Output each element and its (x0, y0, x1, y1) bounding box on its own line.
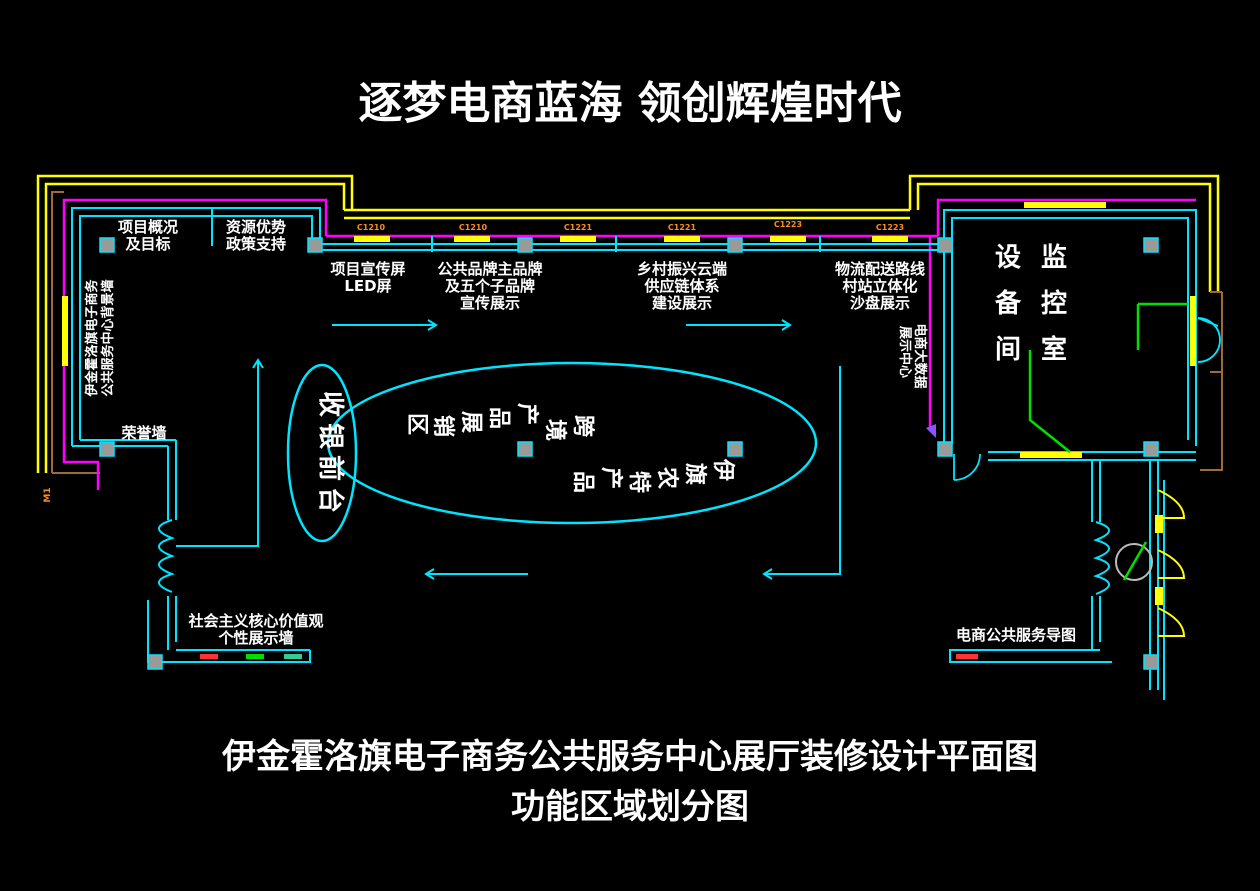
outer-walls (36, 174, 1220, 473)
zone-label-char: 旗 (682, 463, 708, 485)
zone-service-guide: 电商公共服务导图 (956, 626, 1076, 644)
flow-arrows (176, 319, 841, 580)
zone-label-char: 监 (1041, 243, 1067, 273)
top-title: 逐梦电商蓝海 领创辉煌时代 (358, 78, 901, 129)
window-tag: C1210 (459, 223, 488, 232)
zone-cashier: 收 银 前 台 (315, 391, 346, 513)
zone-big-data: 电商大数据 展示中心 (897, 323, 928, 388)
bottom-markers (200, 424, 978, 659)
zone-promo-led: 项目宣传屏 LED屏 (330, 260, 405, 295)
brown-shell (51, 191, 1223, 474)
zone-label-char: 备 (994, 289, 1022, 319)
zone-label-char: 品 (486, 407, 511, 429)
zone-label-char: 区 (404, 413, 429, 435)
cyan-walls (71, 207, 1197, 700)
zone-label-char: 产 (514, 403, 539, 425)
zone-label-char: 银 (315, 423, 345, 450)
window-tag: C1210 (357, 223, 386, 232)
zone-cross-border: 跨 境 产 品 展 销 区 (404, 403, 595, 441)
zone-label-char: 室 (1041, 334, 1067, 365)
window-tag-group: C1210 C1210 C1221 C1221 C1223 C1223 M1 (43, 220, 904, 503)
zone-rural-revival: 乡村振兴云端 供应链体系 建设展示 (637, 260, 727, 312)
window-tag: C1223 (774, 220, 802, 229)
zone-label-char: 控 (1041, 289, 1067, 319)
zone-public-brand: 公共品牌主品牌 及五个子品牌 宣传展示 (437, 260, 542, 312)
window-strips (62, 202, 1196, 458)
zone-label-line: 项目宣传屏 (330, 260, 405, 278)
window-tag: C1221 (564, 223, 593, 232)
zone-label-char: 收 (315, 391, 345, 417)
zone-label-line: 电商大数据 (912, 323, 928, 388)
bottom-title-line1: 伊金霍洛旗电子商务公共服务中心展厅装修设计平面图 (221, 737, 1038, 777)
window-tag: C1221 (668, 223, 697, 232)
zone-label-line: 公共服务中心背景墙 (100, 279, 116, 396)
zone-label-line: LED屏 (344, 277, 391, 295)
zone-label-line: 及目标 (125, 235, 170, 253)
zone-label-char: 台 (315, 487, 346, 513)
zone-label-line: 沙盘展示 (850, 294, 910, 312)
zone-label-line: 社会主义核心价值观 (187, 612, 323, 630)
zone-label-line: 物流配送路线 (835, 260, 925, 278)
curtain-symbols (158, 519, 1110, 595)
zone-label-char: 特 (626, 471, 652, 493)
zone-label-line: 个性展示墙 (217, 629, 293, 647)
zone-label-line: 公共品牌主品牌 (437, 260, 542, 278)
zone-label-char: 境 (542, 419, 568, 441)
window-tag: C1223 (876, 223, 904, 232)
zone-label-line: 建设展示 (652, 294, 712, 312)
zone-label-char: 农 (654, 466, 680, 489)
zone-label-line: 展示中心 (897, 326, 913, 378)
bottom-title-line2: 功能区域划分图 (511, 787, 749, 827)
zone-label-char: 销 (430, 415, 455, 437)
zone-monitor-room: 监 控 室 设 备 间 (994, 243, 1067, 365)
pipe-circle (1115, 541, 1153, 581)
zone-honor-wall: 荣誉墙 (120, 424, 166, 442)
green-partition (1028, 302, 1188, 453)
zone-label-line: 供应链体系 (643, 277, 719, 295)
zone-label-line: 宣传展示 (460, 294, 520, 312)
zone-yiqi-products: 伊 旗 农 特 产 品 (570, 458, 736, 493)
zone-label-char: 跨 (570, 415, 595, 438)
columns (99, 237, 1159, 670)
zone-label-char: 产 (598, 467, 623, 489)
zone-label-line: 资源优势 (226, 218, 286, 236)
zone-logistics: 物流配送路线 村站立体化 沙盘展示 (835, 260, 925, 312)
zone-label-char: 伊 (710, 458, 736, 481)
zone-label-line: 及五个子品牌 (445, 277, 535, 295)
zone-resource-advantage: 资源优势 政策支持 (226, 218, 286, 253)
zone-project-overview: 项目概况 及目标 (118, 218, 178, 253)
doors (953, 317, 1221, 481)
zone-label-line: 项目概况 (118, 218, 178, 236)
right-side-windows (1155, 489, 1186, 637)
zone-label-line: 政策支持 (226, 235, 286, 253)
cross-border-ellipse (326, 361, 818, 525)
cashier-ellipse (286, 363, 358, 543)
zone-label-char: 品 (570, 471, 595, 493)
zone-label-char: 设 (995, 243, 1021, 273)
zone-socialism-wall: 社会主义核心价值观 个性展示墙 (187, 612, 323, 647)
zone-label-char: 前 (315, 455, 346, 481)
side-tag: M1 (43, 487, 53, 502)
zone-label-char: 间 (995, 335, 1021, 365)
zone-label-line: 伊金霍洛旗电子商务 (84, 279, 100, 398)
zone-label-line: 乡村振兴云端 (637, 260, 727, 278)
zone-label-char: 展 (458, 411, 483, 433)
zone-label-line: 村站立体化 (842, 277, 917, 295)
zone-left-wall: 伊金霍洛旗电子商务 公共服务中心背景墙 (84, 279, 116, 398)
